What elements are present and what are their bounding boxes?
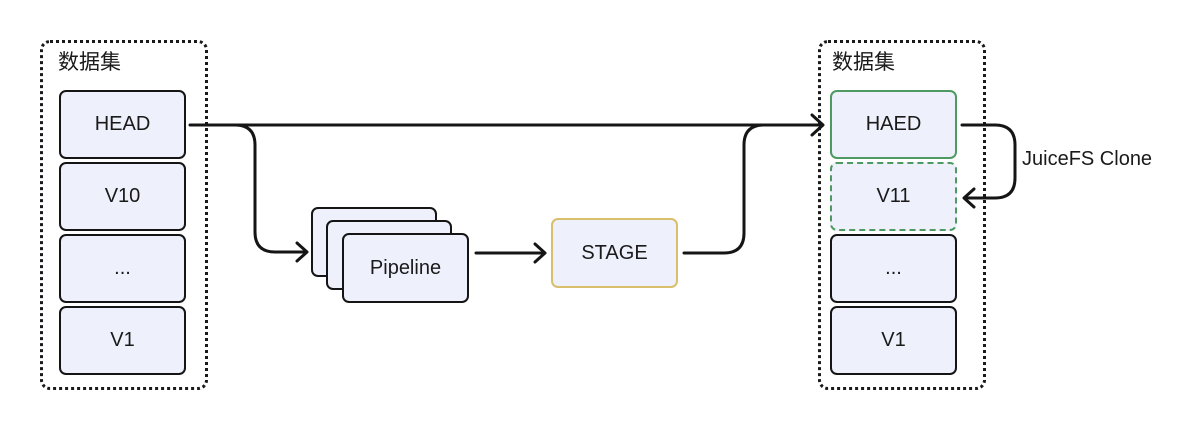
stage-to-haed-line (682, 123, 766, 255)
right-v11-box: V11 (830, 162, 957, 231)
pipeline-to-stage-arrowhead (533, 242, 547, 264)
right-haed-box: HAED (830, 90, 957, 159)
right-v1-box: V1 (830, 306, 957, 375)
right-ellipsis-box: ... (830, 234, 957, 303)
right-dataset-container (818, 40, 986, 390)
left-ellipsis-box: ... (59, 234, 186, 303)
head-to-pipeline-arrow (233, 123, 308, 254)
left-v10-box: V10 (59, 162, 186, 231)
juicefs-clone-label: JuiceFS Clone (1022, 148, 1153, 170)
left-dataset-title: 数据集 (58, 50, 121, 74)
pipeline-box: Pipeline (342, 233, 469, 303)
stage-box: STAGE (551, 218, 678, 288)
left-dataset-container (40, 40, 208, 390)
right-dataset-title: 数据集 (832, 50, 895, 74)
left-head-box: HEAD (59, 90, 186, 159)
left-v1-box: V1 (59, 306, 186, 375)
head-to-pipeline-arrowhead (295, 241, 309, 263)
